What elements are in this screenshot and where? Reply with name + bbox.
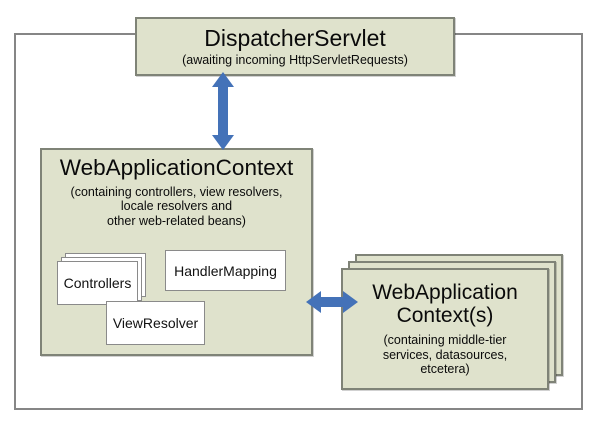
web-application-context-title: WebApplicationContext [59,155,294,180]
arrow-dispatcher-to-webapplicationcontext [210,72,236,150]
dispatcher-servlet-subtitle: (awaiting incoming HttpServletRequests) [182,52,408,67]
web-application-context-subtitle: (containing controllers, view resolvers,… [42,185,311,229]
arrow-webapplicationcontext-to-contexts [306,289,358,315]
web-application-contexts-subtitle-line-2: services, datasources, [382,347,508,362]
web-application-contexts-title-line-2: Context(s) [396,304,494,328]
web-application-contexts-title: WebApplication Context(s) [372,281,518,328]
web-application-context-subtitle-line-1: (containing controllers, view resolvers, [70,184,283,199]
web-application-contexts-subtitle: (containing middle-tier services, dataso… [383,333,507,377]
node-handler-mapping[interactable]: HandlerMapping [165,250,286,291]
web-application-contexts-subtitle-line-1: (containing middle-tier [383,332,507,347]
web-application-context-subtitle-line-2: locale resolvers and [120,199,233,214]
node-dispatcher-servlet[interactable]: DispatcherServlet (awaiting incoming Htt… [135,17,455,76]
web-application-contexts-title-line-1: WebApplication [372,280,518,304]
handler-mapping-label: HandlerMapping [174,262,277,279]
web-application-context-subtitle-line-3: other web-related beans) [107,214,246,229]
view-resolver-label: ViewResolver [112,315,199,331]
node-controllers[interactable]: Controllers [57,261,138,305]
node-view-resolver[interactable]: ViewResolver [106,301,205,345]
controllers-label: Controllers [63,275,132,291]
node-web-application-contexts[interactable]: WebApplication Context(s) (containing mi… [341,268,549,390]
web-application-contexts-subtitle-line-3: etcetera) [420,362,470,377]
dispatcher-servlet-title: DispatcherServlet [204,24,386,51]
